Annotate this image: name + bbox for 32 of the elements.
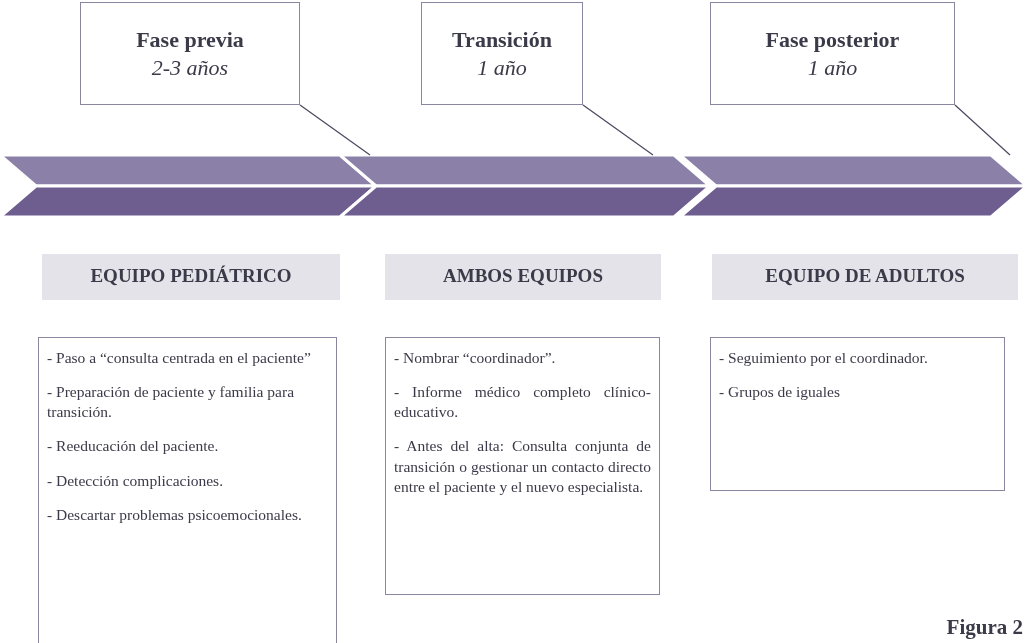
- task-item: - Grupos de iguales: [719, 382, 841, 403]
- header-text: EQUIPO PEDIÁTRICO: [90, 265, 292, 286]
- leader-line: [582, 104, 654, 156]
- task-list-box: [38, 337, 337, 643]
- leader-line: [954, 104, 1011, 156]
- task-item: - Preparación de paciente y familia para transición.: [47, 382, 295, 423]
- phase-box: [710, 2, 955, 105]
- header-text: EQUIPO DE ADULTOS: [765, 265, 965, 286]
- header-text: AMBOS EQUIPOS: [443, 265, 603, 286]
- task-item: - Reeducación del paciente.: [47, 436, 220, 457]
- task-list-box: [385, 337, 660, 595]
- team-header: [712, 254, 1018, 300]
- phase-duration: 1 año: [476, 55, 528, 81]
- task-item: - Antes del alta: Consulta conjunta de transición o gestionar un contacto directo entre el paciente y el nuevo especialista.: [394, 436, 651, 497]
- team-header: [42, 254, 340, 300]
- leader-line: [299, 104, 371, 156]
- phase-box: [421, 2, 583, 105]
- phase-title: Fase previa: [135, 27, 245, 53]
- team-header: [385, 254, 661, 300]
- figure-label: Figura 2: [946, 615, 1023, 640]
- task-item: - Detección complicaciones.: [47, 470, 225, 491]
- task-item: - Descartar problemas psicoemocionales.: [47, 504, 303, 525]
- task-item: - Informe médico completo clínico-educativo.: [394, 382, 651, 423]
- task-item: - Nombrar “coordinador”.: [394, 348, 557, 368]
- phase-duration: 2-3 años: [150, 55, 230, 81]
- phase-duration: 1 año: [806, 55, 859, 81]
- phase-title: Fase posterior: [764, 27, 901, 53]
- task-item: - Seguimiento por el coordinador.: [719, 348, 929, 368]
- phase-title: Transición: [451, 27, 553, 53]
- task-list-box: [710, 337, 1005, 491]
- phase-box: [80, 2, 300, 105]
- task-item: - Paso a “consulta centrada en el paciente”: [47, 348, 312, 368]
